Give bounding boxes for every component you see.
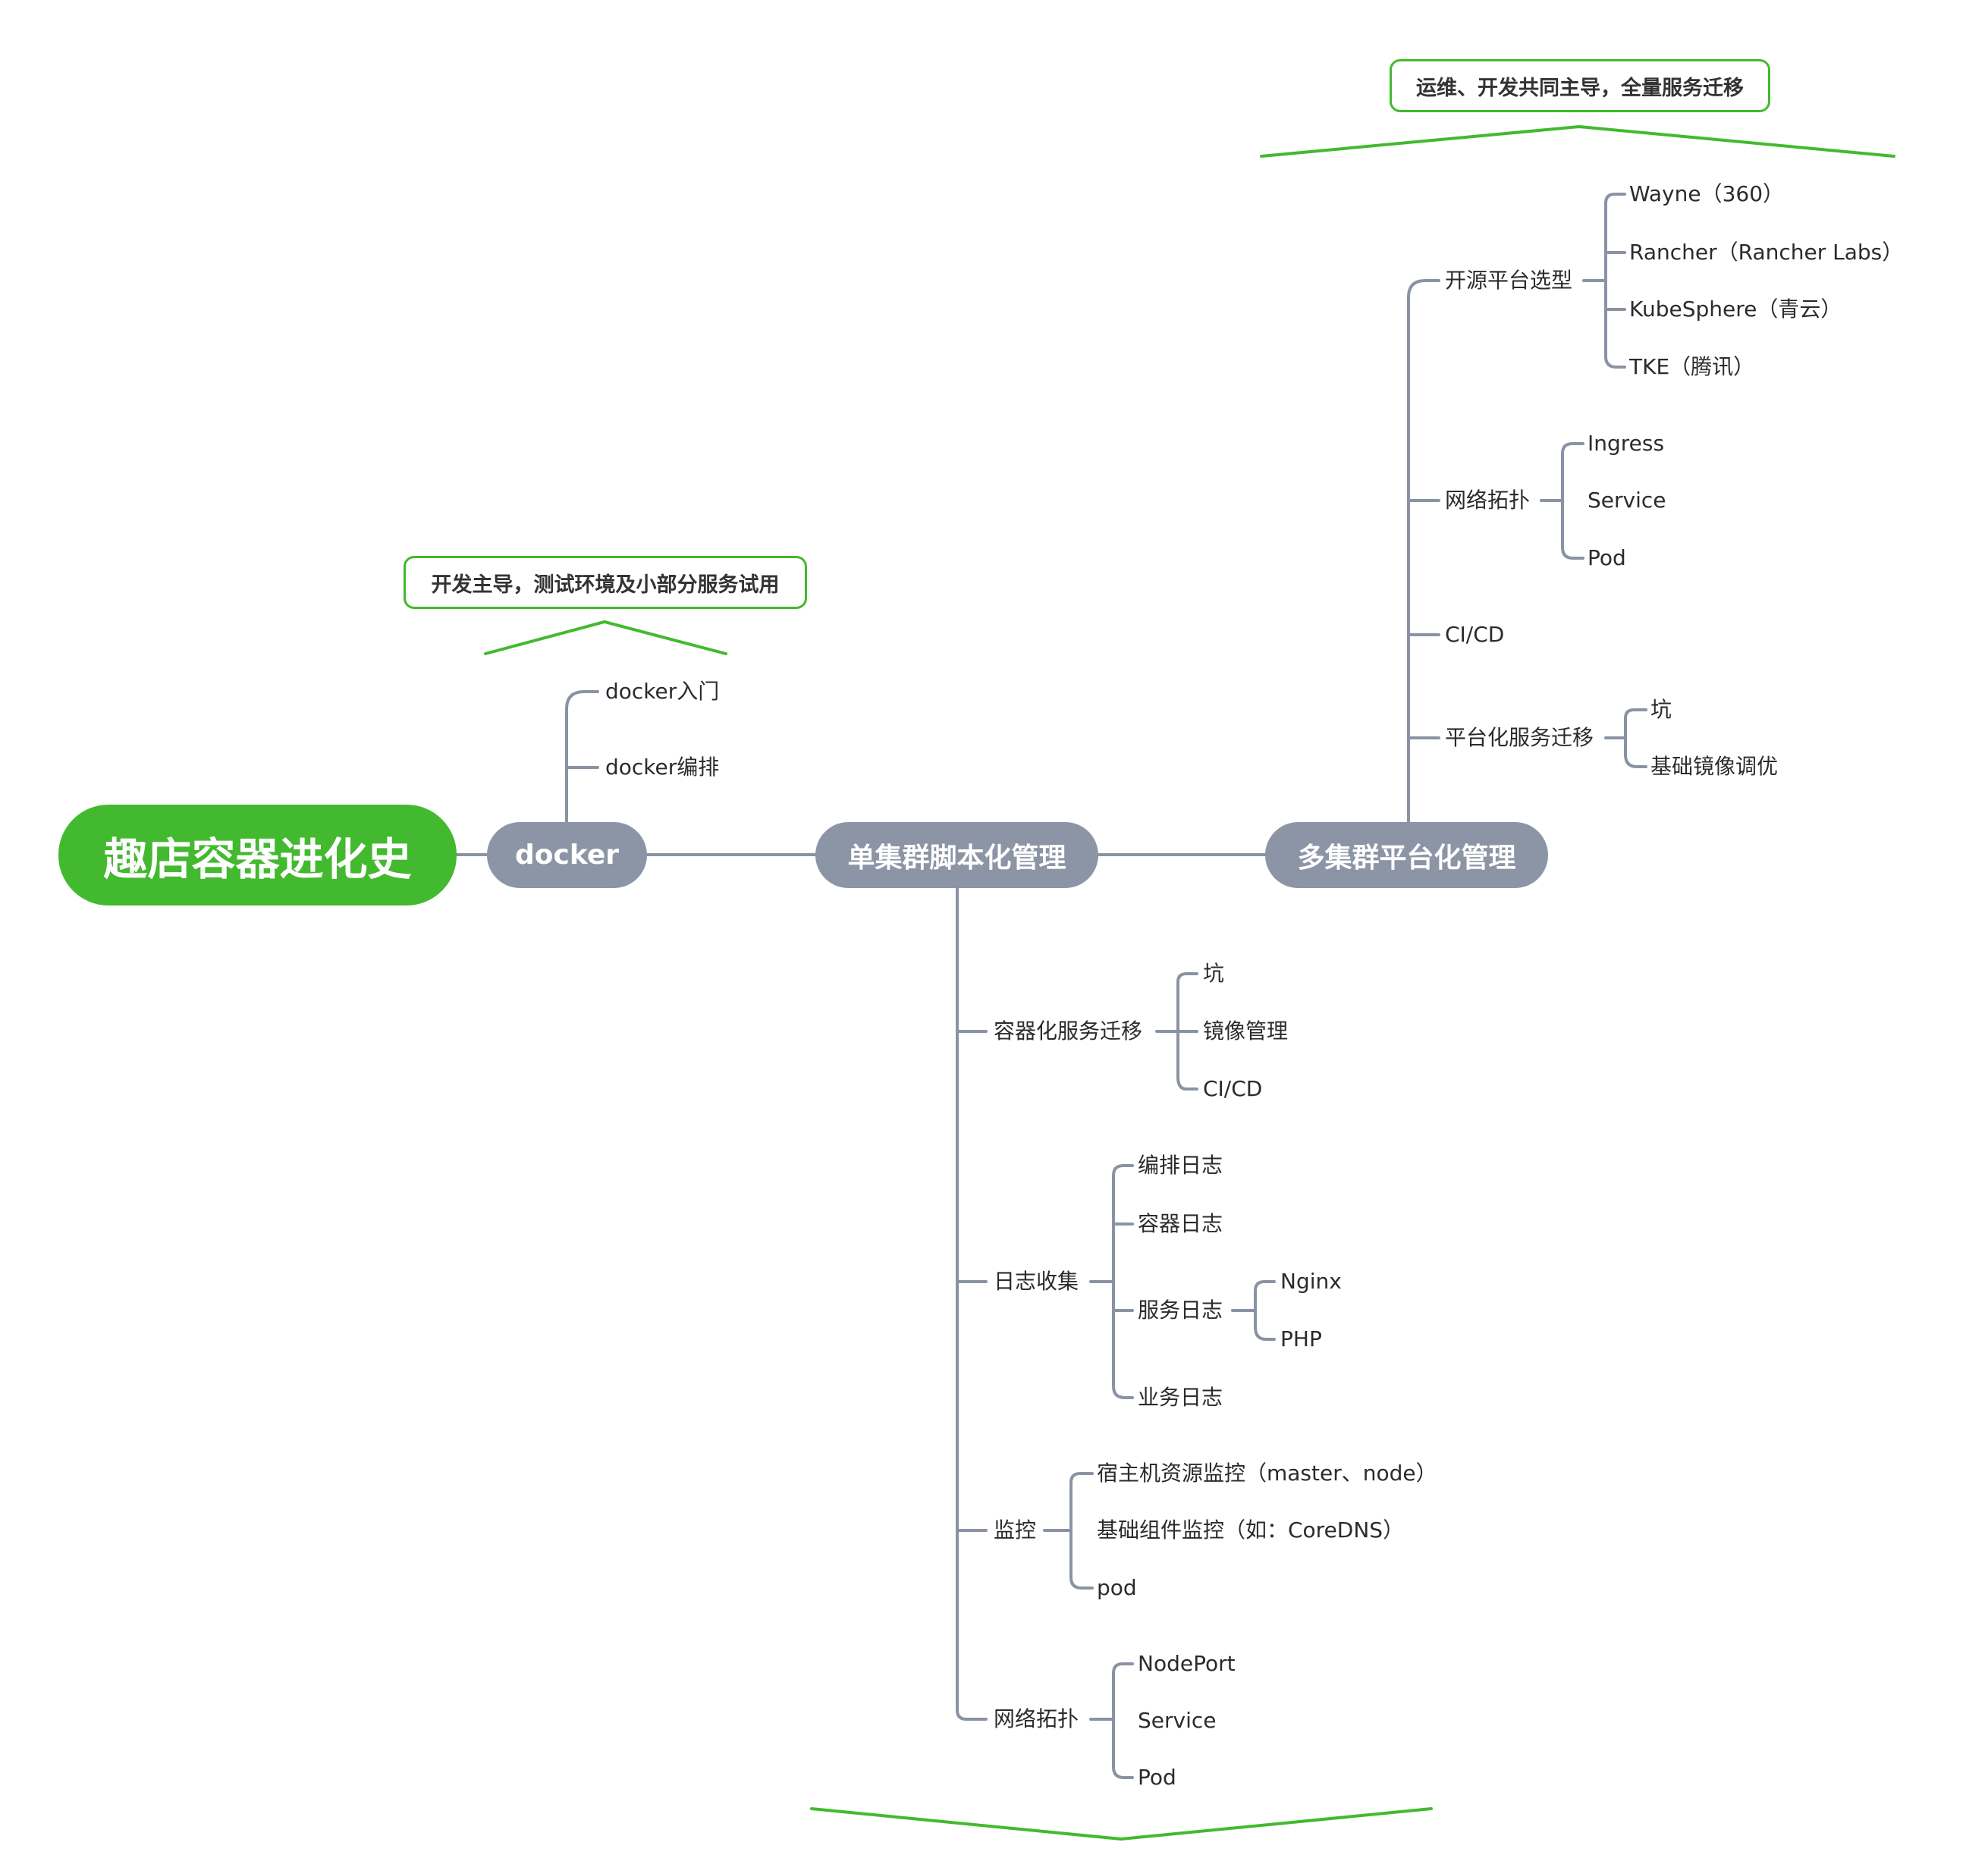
summary-bracket-multi [1260,124,1895,158]
single-monitor-label[interactable]: 监控 [994,1517,1037,1543]
branch-multi-migration [1604,708,1647,768]
multi-platform-label[interactable]: 开源平台选型 [1445,268,1573,293]
branch-multi-network [1540,442,1584,560]
branch-single-service-log [1231,1280,1276,1341]
multi-migration-label[interactable]: 平台化服务迁移 [1445,725,1594,750]
single-network-child[interactable]: Pod [1138,1765,1176,1790]
multi-network-child[interactable]: Service [1588,488,1666,513]
multi-platform-child[interactable]: Rancher（Rancher Labs） [1629,240,1904,265]
branch-single-monitor [1043,1472,1094,1590]
multi-migration-child[interactable]: 基础镜像调优 [1650,754,1779,779]
root-node[interactable]: 趣店容器进化史 [58,805,457,905]
multi-platform-child[interactable]: TKE（腾讯） [1629,354,1755,379]
stage-multi-cluster-node[interactable]: 多集群平台化管理 [1265,822,1548,888]
summary-bracket-bottom [810,1807,1433,1841]
single-migration-child[interactable]: 坑 [1203,961,1225,986]
branch-multi-platform [1582,193,1626,369]
single-monitor-child[interactable]: 宿主机资源监控（master、node） [1097,1461,1437,1486]
single-migration-label[interactable]: 容器化服务迁移 [994,1018,1143,1044]
branch-single-network [1089,1662,1134,1779]
single-network-child[interactable]: NodePort [1138,1651,1236,1676]
single-monitor-child[interactable]: 基础组件监控（如：CoreDNS） [1097,1517,1405,1543]
single-network-child[interactable]: Service [1138,1708,1217,1733]
single-logs-child[interactable]: 业务日志 [1138,1385,1223,1410]
multi-platform-child[interactable]: Wayne（360） [1629,181,1785,206]
multi-network-child[interactable]: Ingress [1588,431,1665,456]
callout-docker-stage[interactable]: 开发主导，测试环境及小部分服务试用 [404,556,807,609]
single-service-log-child[interactable]: Nginx [1280,1269,1342,1294]
multi-network-label[interactable]: 网络拓扑 [1445,488,1531,513]
branch-single-logs [1089,1164,1134,1399]
docker-item-intro[interactable]: docker入门 [605,679,720,704]
single-logs-child[interactable]: 服务日志 [1138,1298,1223,1323]
single-monitor-child[interactable]: pod [1097,1575,1137,1600]
multi-platform-child[interactable]: KubeSphere（青云） [1629,297,1842,322]
branch-single-migration [1155,972,1198,1091]
single-logs-child[interactable]: 容器日志 [1138,1211,1223,1236]
branch-single-trunk [956,887,988,1721]
multi-cicd-label[interactable]: CI/CD [1445,622,1505,647]
single-logs-child[interactable]: 编排日志 [1138,1153,1223,1178]
single-migration-child[interactable]: 镜像管理 [1203,1018,1289,1044]
multi-migration-child[interactable]: 坑 [1650,697,1672,722]
single-service-log-child[interactable]: PHP [1280,1326,1322,1351]
stage-docker-node[interactable]: docker [487,822,647,888]
stage-single-cluster-node[interactable]: 单集群脚本化管理 [815,822,1098,888]
single-network-label[interactable]: 网络拓扑 [994,1706,1079,1731]
single-logs-label[interactable]: 日志收集 [994,1269,1079,1294]
summary-bracket-docker [484,620,727,655]
callout-multi-stage[interactable]: 运维、开发共同主导，全量服务迁移 [1390,59,1770,112]
single-migration-child[interactable]: CI/CD [1203,1076,1263,1101]
branch-docker [565,690,599,824]
multi-network-child[interactable]: Pod [1588,545,1626,570]
branch-multi-trunk [1407,279,1440,824]
docker-item-orchestration[interactable]: docker编排 [605,755,720,780]
